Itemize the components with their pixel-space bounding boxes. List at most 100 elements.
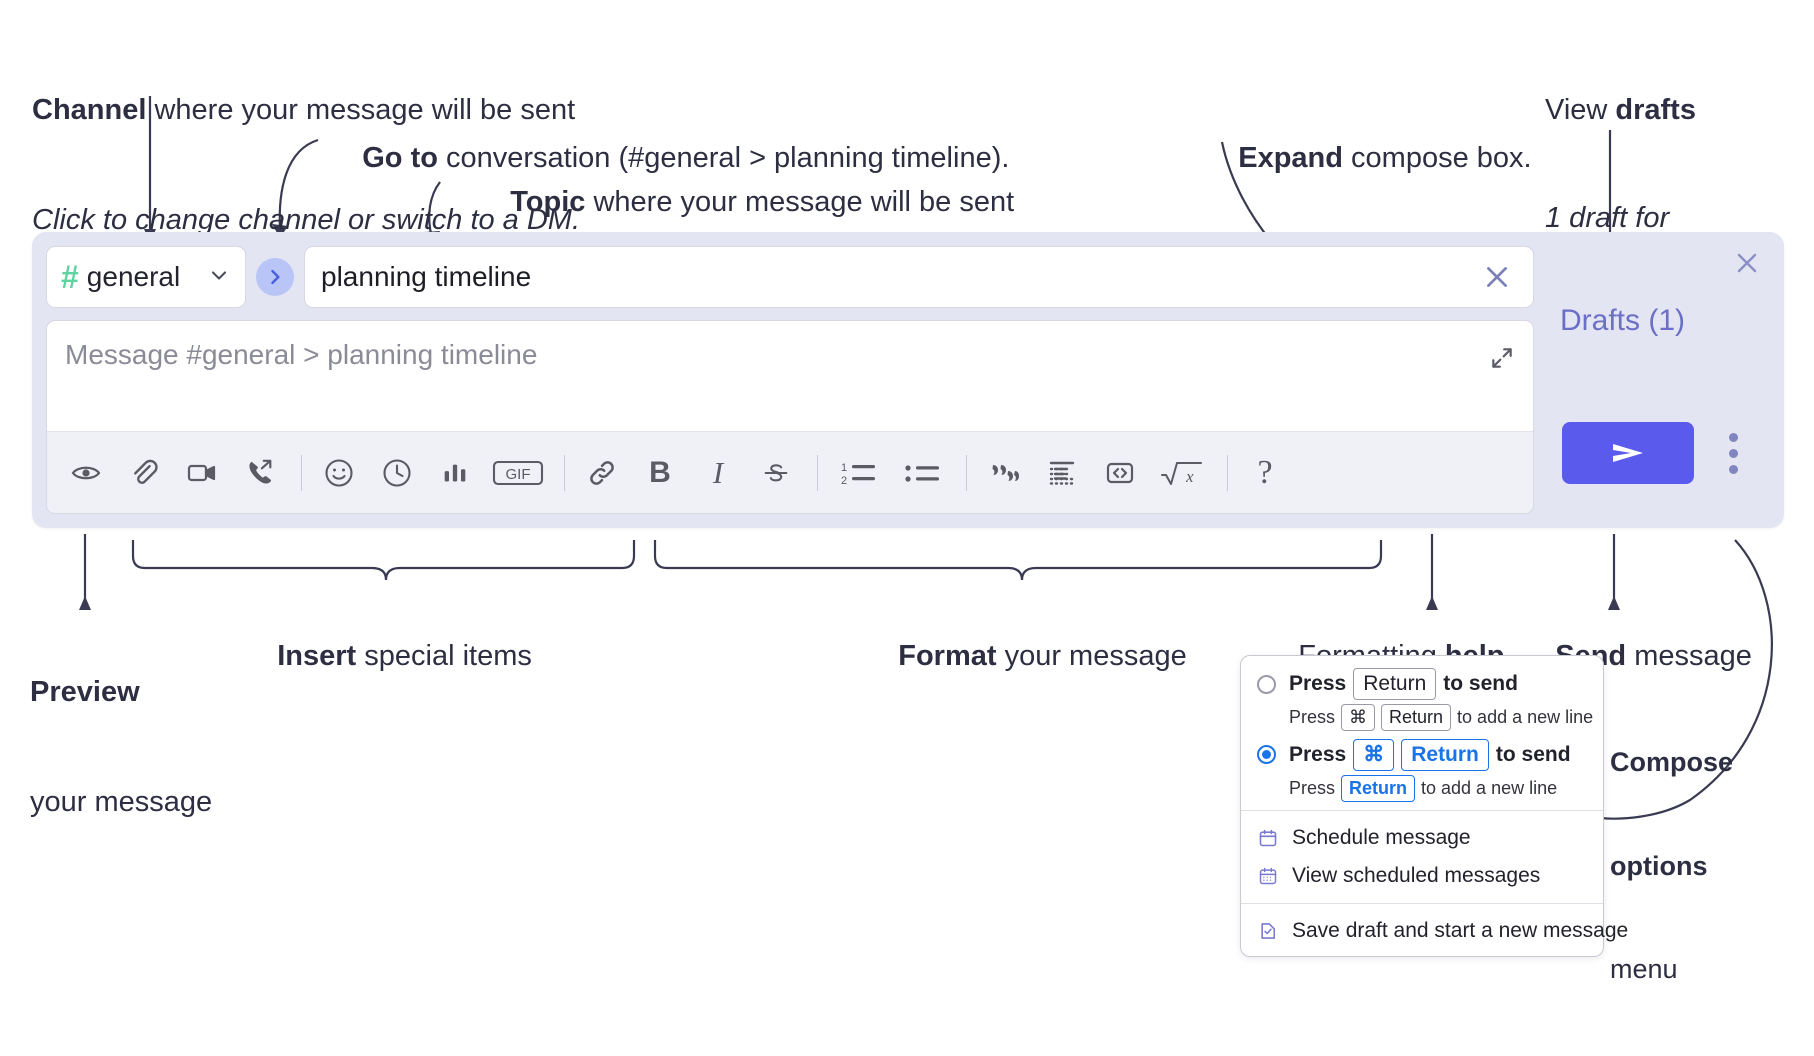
poll-icon [444,464,466,481]
link-button[interactable] [579,450,625,496]
annotation-preview: Preview your message [30,604,212,891]
toolbar-separator [966,454,967,491]
annotation-compose-options-l3: menu [1610,954,1678,985]
annotation-topic: Topic where your message will be sent [478,150,1014,256]
annotation-goto-bold: Go to [362,142,438,175]
poll-button[interactable] [432,450,478,496]
annotation-preview-rest: your message [30,785,213,818]
annotation-drafts-rest: View [1545,93,1616,126]
kebab-menu-icon [1728,464,1738,474]
close-icon [1737,253,1757,273]
compose-options-button[interactable] [1716,426,1750,480]
math-icon: x [1161,461,1202,486]
expand-icon [1492,348,1512,368]
annotation-topic-bold: Topic [510,186,586,219]
menu-item-label: View scheduled messages [1292,863,1541,887]
annotation-drafts-bold: drafts [1615,93,1696,126]
send-option-return-hint: Press ⌘ Return to add a new line [1241,704,1603,731]
preview-button[interactable] [63,450,109,496]
chevron-right-icon [271,269,280,285]
audio-clip-button[interactable] [237,450,283,496]
italic-button[interactable]: I [695,450,741,496]
compose-main: # general planning timeline [46,246,1534,514]
annotation-channel-rest: where your message will be sent [146,93,576,126]
bulleted-list-button[interactable] [896,450,948,496]
code-button[interactable] [1097,450,1143,496]
compose-options-menu: Press Return to send Press ⌘ Return to a… [1240,655,1628,957]
reminder-button[interactable] [374,450,420,496]
attach-file-button[interactable] [121,450,167,496]
annotation-compose-options-l2: options [1610,850,1708,881]
annotation-insert-rest: special items [356,640,532,673]
preview-icon [71,466,101,479]
blockquote-icon [992,464,1019,481]
annotation-expand-rest: compose box. [1342,142,1532,175]
menu-divider [1241,902,1603,904]
annotation-format-rest: your message [996,640,1187,673]
annotation-insert: Insert special items [245,604,532,710]
goto-conversation-button[interactable] [256,258,294,296]
send-option-cmd-return[interactable]: Press ⌘ Return to send [1241,737,1603,773]
video-clip-button[interactable] [179,450,225,496]
menu-item-view-scheduled-messages[interactable]: View scheduled messages [1241,857,1603,895]
blockquote-button[interactable] [981,450,1027,496]
topic-input[interactable]: planning timeline [304,246,1534,308]
panel-close-button[interactable] [1730,246,1764,280]
code-icon [1106,462,1134,483]
key-command: ⌘ [1353,738,1395,771]
expand-compose-button[interactable] [1485,341,1519,375]
key-return: Return [1341,775,1416,802]
option-tosend-label: to send [1495,742,1571,766]
svg-text:x: x [1185,467,1194,486]
compose-header-row: # general planning timeline [46,246,1534,308]
hint-newline-label: to add a new line [1457,707,1594,727]
message-input[interactable]: Message #general > planning timeline [47,321,1533,431]
hint-newline-label: to add a new line [1421,777,1558,798]
chevron-down-icon [207,263,231,292]
message-placeholder: Message #general > planning timeline [65,339,538,370]
annotation-insert-bold: Insert [277,640,357,673]
compose-right-column: Drafts (1) [1548,246,1800,514]
channel-selector[interactable]: # general [46,246,246,308]
menu-item-save-draft[interactable]: Save draft and start a new message [1241,912,1628,950]
formatting-toolbar: GIF B [47,431,1533,513]
bold-icon: B [649,455,671,489]
strikethrough-button[interactable] [753,450,799,496]
math-button[interactable]: x [1155,450,1209,496]
hint-press-label: Press [1289,777,1336,798]
gif-icon: GIF [492,460,544,485]
code-block-button[interactable] [1039,450,1085,496]
hash-icon: # [61,259,79,295]
annotation-compose-options-l1: Compose [1610,747,1734,778]
clock-icon [383,458,411,487]
key-return: Return [1401,738,1489,771]
radio-button[interactable] [1257,674,1276,694]
code-block-icon [1049,461,1075,485]
formatting-help-button[interactable]: ? [1242,450,1288,496]
calendar-schedule-icon [1257,827,1279,849]
drafts-link[interactable]: Drafts (1) [1560,304,1686,337]
annotation-send-rest: message [1626,640,1752,673]
kebab-menu-icon [1728,432,1738,442]
key-return: Return [1353,668,1437,701]
topic-clear-button[interactable] [1477,257,1517,297]
ordered-list-button[interactable]: 1 2 [832,450,884,496]
send-option-return[interactable]: Press Return to send [1241,666,1603,702]
emoji-button[interactable] [316,450,362,496]
option-press-label: Press [1289,742,1347,766]
send-button[interactable] [1562,422,1694,484]
topic-value: planning timeline [321,261,532,292]
close-icon [1487,267,1507,287]
key-return: Return [1381,704,1452,731]
annotation-format: Format your message [866,604,1187,710]
gif-button[interactable]: GIF [490,450,546,496]
toolbar-separator [301,454,302,491]
hint-press-label: Press [1289,707,1336,727]
menu-item-schedule-message[interactable]: Schedule message [1241,819,1603,857]
bold-button[interactable]: B [637,450,683,496]
annotation-format-bold: Format [898,640,997,673]
save-draft-icon [1257,920,1279,942]
channel-name: general [86,261,181,292]
radio-button[interactable] [1257,745,1276,765]
annotation-expand: Expand compose box. [1206,106,1532,212]
